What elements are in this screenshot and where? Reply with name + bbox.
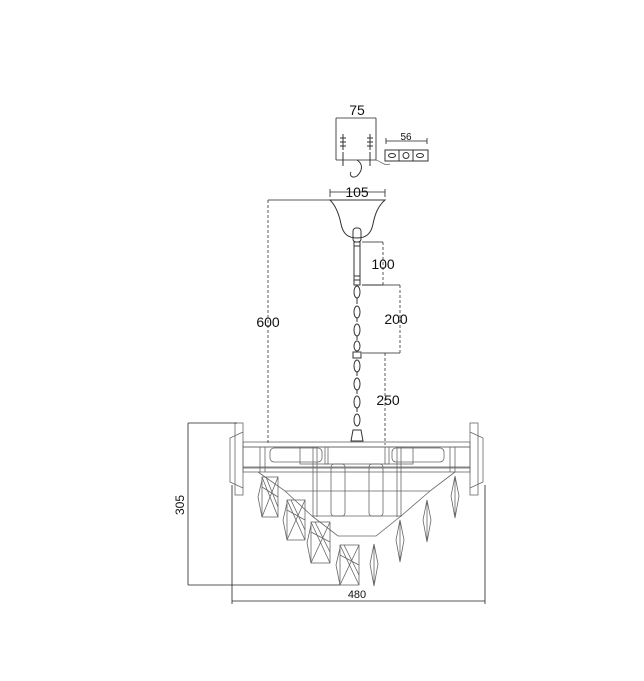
crystals-right xyxy=(369,475,460,587)
dim-600-label: 600 xyxy=(256,314,280,330)
mounting-plate: 56 xyxy=(384,132,429,162)
dim-200-label: 200 xyxy=(384,311,408,327)
crystals-left xyxy=(257,476,360,586)
canopy: 105 xyxy=(328,184,387,239)
chandelier-body xyxy=(229,422,484,537)
dim-56-label: 56 xyxy=(400,132,412,143)
dim-100-label: 100 xyxy=(371,256,395,272)
mounting-bracket: 75 xyxy=(335,102,391,178)
dim-75-label: 75 xyxy=(349,102,365,118)
dim-250-label: 250 xyxy=(376,392,400,408)
dim-305-label: 305 xyxy=(173,495,187,515)
rod xyxy=(352,227,362,286)
dim-105-label: 105 xyxy=(345,184,369,200)
dim-480-label: 480 xyxy=(348,589,366,601)
chain xyxy=(350,285,364,442)
